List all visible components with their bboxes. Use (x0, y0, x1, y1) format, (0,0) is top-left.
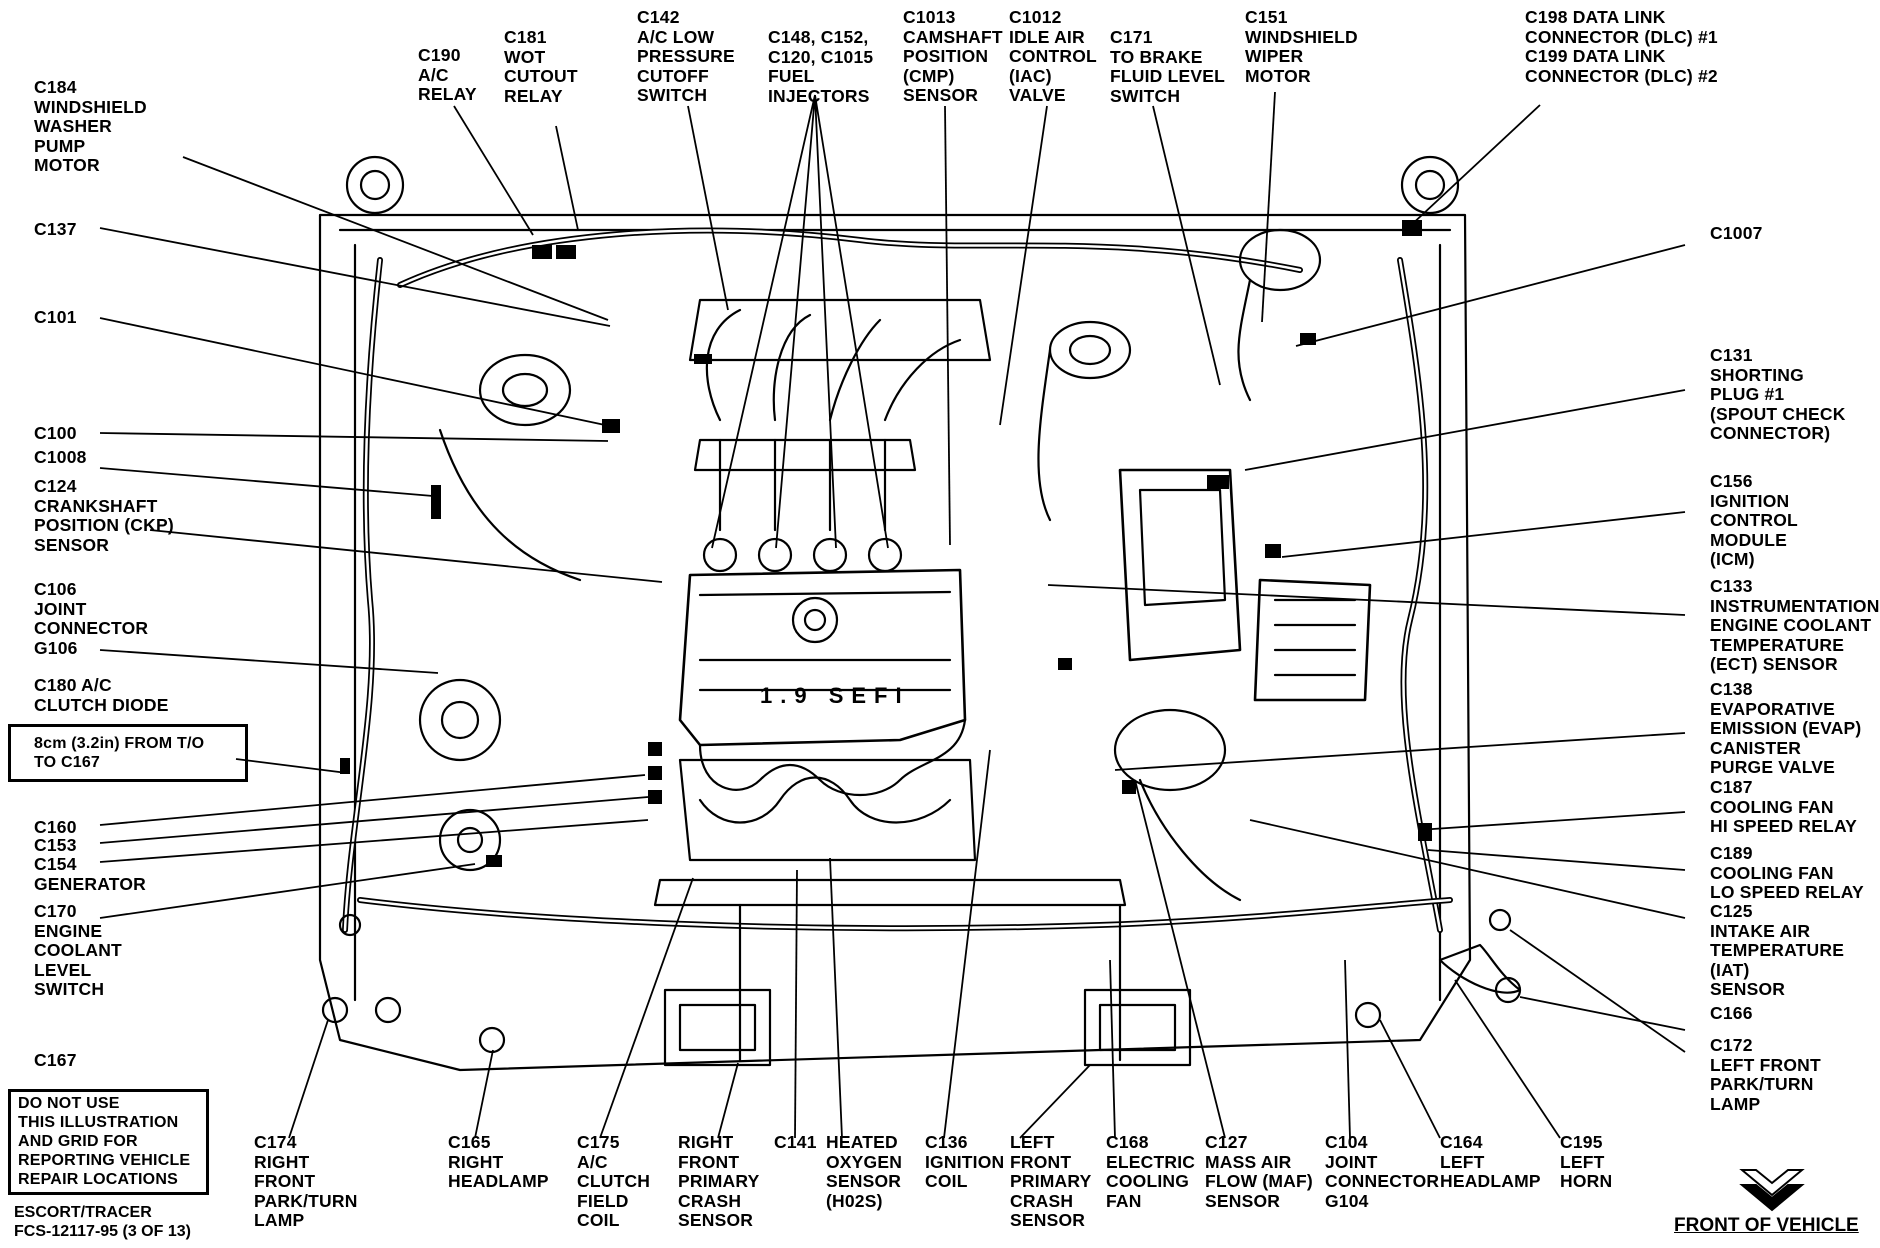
left-strut-tower (1400, 155, 1460, 215)
label-c1008: C1008 (34, 447, 87, 467)
label-c100: C100 (34, 423, 77, 443)
note-box (8, 724, 248, 782)
engine-badge: 1.9 SEFI (760, 683, 910, 708)
label-c141: C141 (774, 1132, 817, 1152)
label-c1007: C1007 (1710, 223, 1763, 243)
label-c166: C166 (1710, 1003, 1753, 1023)
right-crash-sensor (663, 988, 772, 1067)
leader-lines (99, 91, 1686, 1139)
relay-box (1253, 578, 1372, 702)
front-of-vehicle-label: FRONT OF VEHICLE (1674, 1215, 1859, 1236)
engine-block (678, 568, 967, 747)
front-arrow-icon (1739, 1169, 1805, 1212)
left-horn (1438, 943, 1522, 994)
generator (418, 678, 502, 762)
battery (1118, 468, 1242, 662)
fuel-injector-rail (693, 438, 917, 573)
right-harness (342, 257, 383, 933)
label-c153: C153 (34, 835, 77, 855)
lamp-sockets (321, 908, 1522, 1054)
air-cleaner (1048, 320, 1132, 380)
compartment-outline (318, 213, 1472, 1072)
right-strut-tower (345, 155, 405, 215)
left-crash-sensor (1083, 988, 1192, 1067)
label-c101: C101 (34, 307, 77, 327)
label-c160: C160 (34, 817, 77, 837)
label-c137: C137 (34, 219, 77, 239)
label-c167: C167 (34, 1050, 77, 1070)
warning-box (8, 1089, 209, 1195)
connector-blobs (340, 220, 1432, 867)
